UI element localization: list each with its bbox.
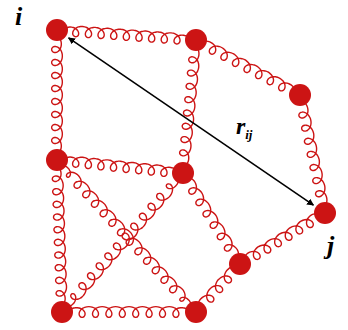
bead-label: i — [15, 4, 22, 30]
bead-label: j — [327, 233, 334, 259]
coil-spring — [57, 160, 196, 312]
coil-spring — [62, 173, 183, 312]
bead — [229, 253, 251, 275]
bead — [289, 84, 311, 106]
coil-springs — [52, 26, 327, 317]
bead — [51, 301, 73, 323]
coil-spring — [52, 160, 66, 312]
coil-spring — [57, 26, 196, 44]
bead — [46, 19, 68, 41]
bead-node: j — [314, 202, 336, 224]
bead — [185, 29, 207, 51]
coil-spring — [299, 95, 327, 213]
distance-arrow — [69, 38, 314, 205]
coil-spring — [62, 307, 196, 318]
coil-spring — [183, 173, 240, 264]
coil-spring — [240, 213, 325, 264]
edge-label: rij — [234, 107, 255, 146]
bead — [185, 301, 207, 323]
bead-shape — [46, 19, 68, 41]
bead-shape — [314, 202, 336, 224]
bead-node: i — [46, 19, 68, 41]
bead — [172, 162, 194, 184]
bead — [314, 202, 336, 224]
coil-spring — [52, 30, 63, 160]
coil-spring — [196, 40, 300, 95]
bead — [46, 149, 68, 171]
coil-spring — [180, 40, 199, 173]
